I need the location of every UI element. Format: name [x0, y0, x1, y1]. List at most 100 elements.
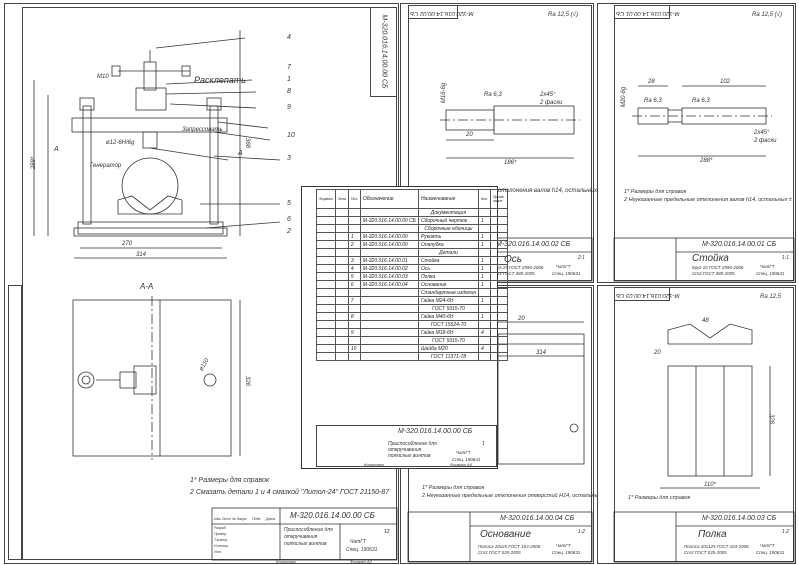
spec-cell: М-320.016.14.00.00 СБ — [359, 216, 419, 225]
spec-cell — [316, 304, 336, 313]
spec-row: ГОСТ 5915-70 — [316, 304, 508, 313]
assembly-people-3: Т.контр. — [214, 538, 229, 542]
shelf-title-code: М-320.016.14.00.03 СБ — [702, 515, 777, 522]
spec-cell: 5 — [347, 272, 361, 281]
spec-cell — [316, 328, 336, 337]
spec-cell: Сборочные единицы — [417, 224, 479, 233]
spec-cell — [334, 224, 349, 233]
spec-cell — [477, 336, 491, 345]
spec-cell — [334, 352, 349, 361]
axis-dim-20: 20 — [466, 132, 473, 138]
spec-cell: Стандартные изделия — [417, 288, 479, 297]
spec-cell — [477, 248, 491, 257]
spec-cell — [477, 304, 491, 313]
spec-cell: М-320.016.14.00.02 — [359, 264, 419, 273]
assembly-title-code: М-320.016.14.00.00 СБ — [290, 511, 375, 520]
spec-cell — [334, 208, 349, 217]
spec-cell — [489, 344, 508, 353]
base-title-material-1: Полоса 20х25 ГОСТ 103-2006 — [478, 544, 541, 549]
spec-cell — [489, 352, 508, 361]
spec-cell — [359, 328, 419, 337]
spec-cell: 1 — [477, 216, 491, 225]
lbl-rasklepat: Расклепать — [194, 75, 247, 85]
lbl-a2: А — [238, 150, 243, 157]
axis-note: отклонения валов h14, остальных ± — [498, 188, 602, 194]
assembly-title-name-2: откручивания — [284, 534, 318, 540]
spec-cell: 1 — [477, 296, 491, 305]
spec-cell — [359, 296, 419, 305]
shelf-title-name: Полка — [698, 529, 727, 540]
leader-2: 2 — [287, 228, 291, 235]
stand-sheet — [597, 3, 796, 283]
spec-cell — [334, 272, 349, 281]
spec-cell — [316, 288, 336, 297]
spec-cell: 1 — [477, 280, 491, 289]
stand-title-org-2: Спец. 190631 — [756, 271, 785, 276]
spec-header-row: Формат Зона Поз. Обозначение Наименовани… — [316, 189, 508, 209]
spec-cell — [316, 240, 336, 249]
shelf-dim-326: 326 — [768, 413, 775, 425]
spec-cell — [334, 312, 349, 321]
base-title-material-2: Ст3 ГОСТ 535-2005 — [478, 550, 521, 555]
axis-chamfer2: 2 фаски — [540, 100, 563, 106]
spec-cell: 6 — [347, 280, 361, 289]
spec-cell — [477, 208, 491, 217]
stand-title-org-1: ЧатГТ — [760, 264, 775, 269]
spec-h-name: Наименование — [417, 189, 479, 209]
spec-cell — [347, 352, 361, 361]
assembly-title-sheet: 12 — [384, 529, 390, 535]
spec-cell — [359, 320, 419, 329]
spec-cell: 1 — [477, 232, 491, 241]
spec-cell — [359, 352, 419, 361]
stand-note-1: 1* Размеры для справок — [624, 189, 687, 195]
stand-corner-box — [614, 5, 670, 19]
spec-cell — [489, 224, 508, 233]
specification-sheet: Формат Зона Поз. Обозначение Наименовани… — [301, 186, 508, 469]
spec-title-name-1: Приспособление для — [388, 441, 437, 447]
spec-cell — [489, 320, 508, 329]
spec-cell — [489, 272, 508, 281]
spec-title-name-3: полюсных винтов — [388, 453, 431, 459]
spec-cell — [477, 352, 491, 361]
stand-title-name: Стойка — [692, 253, 729, 264]
spec-cell — [316, 264, 336, 273]
spec-cell: Основание — [417, 280, 479, 289]
spec-cell — [334, 256, 349, 265]
shelf-note-1: 1* Размеры для справок — [628, 495, 691, 501]
spec-title-sheet: 1 — [482, 441, 485, 447]
spec-cell: 3 — [347, 256, 361, 265]
spec-row: Детали — [316, 248, 508, 257]
spec-cell — [347, 320, 361, 329]
spec-cell: 4 — [477, 328, 491, 337]
axis-title-code: М-320.016.14.00.02 СБ — [496, 241, 571, 248]
axis-title-material-1: Круг 25 ГОСТ 2590-2006 — [492, 265, 544, 270]
spec-cell: ГОСТ 5915-70 — [417, 336, 479, 345]
shelf-title-org-1: ЧатГТ — [760, 543, 775, 548]
spec-cell: ГОСТ 11371-78 — [417, 352, 479, 361]
assembly-title-org-2: Спец. 190631 — [346, 547, 378, 553]
spec-cell: Рукоять — [417, 232, 479, 241]
spec-row: Стандартные изделия — [316, 288, 508, 297]
spec-cell — [334, 280, 349, 289]
leader-7: 7 — [287, 64, 291, 71]
spec-cell: Ось — [417, 264, 479, 273]
spec-cell: 1 — [477, 240, 491, 249]
stand-title-sheet: 1:1 — [782, 255, 789, 261]
spec-bottom-1: Копировал — [364, 462, 384, 467]
shelf-frame — [614, 287, 794, 562]
axis-chamfer: 2х45° — [540, 92, 556, 98]
spec-cell: Документация — [417, 208, 479, 217]
stand-ra63a: Ra 6,3 — [644, 98, 662, 104]
spec-cell: 1 — [477, 272, 491, 281]
spec-cell — [334, 216, 349, 225]
axis-roughness: Ra 12,5 (√) — [548, 12, 578, 18]
stand-dim-288: 288* — [700, 158, 713, 164]
spec-title-code: М-320.016.14.00.00 СБ — [398, 428, 473, 435]
spec-cell: 10 — [347, 344, 361, 353]
